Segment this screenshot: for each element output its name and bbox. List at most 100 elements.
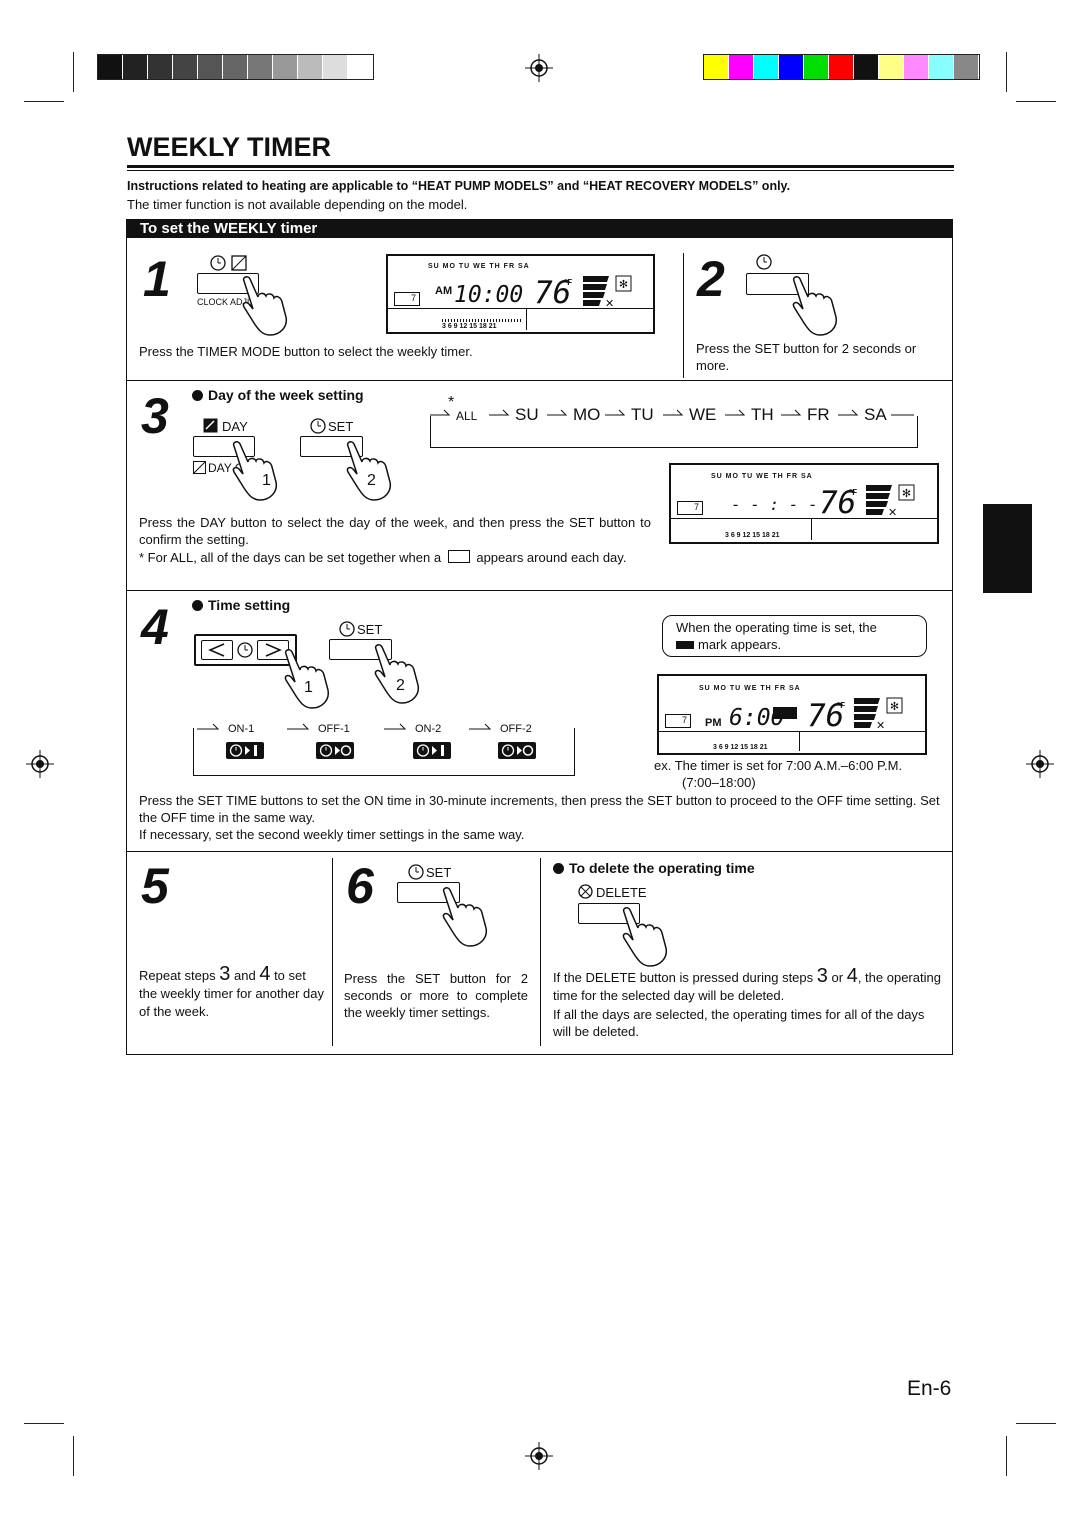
callout-bubble [662, 615, 927, 657]
svg-text:✻: ✻ [890, 701, 899, 713]
day-sequence-item: SU [515, 405, 539, 424]
hand-icon [374, 644, 420, 704]
lcd-timer-count: 7 [665, 714, 691, 728]
hand-icon [442, 887, 488, 947]
crop-mark [1006, 52, 1007, 92]
crop-mark [73, 52, 74, 92]
lcd-days: SU MO TU WE TH FR SA [428, 263, 530, 270]
day-sequence-item: MO [573, 405, 601, 424]
lcd-display: SU MO TU WE TH FR SA 7 PM 6:00 76 °F ✻✕ … [657, 674, 927, 755]
timer-sequence-label: ON-2 [415, 723, 442, 735]
step-number: 1 [143, 251, 171, 307]
set-button[interactable] [300, 436, 363, 457]
lcd-temp: 76 [534, 275, 572, 311]
lcd-unit: °F [837, 701, 846, 710]
sequence-arrow-icon [287, 723, 310, 730]
step4-description: Press the SET TIME buttons to set the ON… [139, 793, 940, 825]
title-rule [127, 170, 954, 171]
set-button[interactable] [329, 639, 392, 660]
set-label: SET [328, 419, 354, 434]
svg-text:✕: ✕ [888, 507, 897, 517]
clock-icon [237, 642, 253, 658]
day-sequence-item: ALL [456, 409, 478, 423]
timer-off-icon [498, 742, 536, 759]
sequence-arrow-icon [605, 409, 626, 416]
chevron-left-icon [208, 643, 225, 657]
clock-icon [339, 621, 355, 637]
callout-text-2: mark appears. [676, 636, 781, 653]
process-color-bar [703, 54, 980, 80]
registration-target-icon [525, 1442, 553, 1470]
lcd-time: 10:00 [454, 282, 524, 308]
step-number: 2 [697, 251, 725, 307]
step5-description: Repeat steps 3 and 4 to set the weekly t… [139, 963, 324, 1019]
timer-sequence-loop [193, 728, 575, 776]
step-number: 3 [141, 388, 169, 444]
press-order-2: 2 [396, 677, 405, 694]
timer-on-icon [226, 742, 264, 759]
clock-icon [756, 254, 772, 270]
divider [540, 858, 541, 1046]
svg-text:✕: ✕ [876, 720, 885, 730]
step1-description: Press the TIMER MODE button to select th… [139, 344, 473, 359]
sequence-arrow-icon [663, 409, 684, 416]
lcd-ticks: 3 6 9 12 15 18 21 [442, 323, 497, 330]
page-title: WEEKLY TIMER [127, 132, 332, 162]
sequence-arrow-icon [430, 409, 451, 416]
divider [332, 858, 333, 1046]
lcd-ampm: AM [435, 285, 453, 297]
fan-level-icon: ✻✕ [866, 484, 915, 517]
example-text: ex. The timer is set for 7:00 A.M.–6:00 … [654, 758, 903, 773]
delete-description: If the DELETE button is pressed during s… [553, 965, 941, 1003]
day-sequence-item: FR [807, 405, 830, 424]
hand-icon [792, 276, 838, 336]
hand-icon [242, 276, 288, 336]
side-tab [983, 504, 1032, 593]
day-sequence-item: SA [864, 405, 887, 424]
registration-target-icon [26, 750, 54, 778]
sequence-arrow-icon [489, 409, 510, 416]
day-sequence-item: WE [689, 405, 717, 424]
sequence-arrow-icon [725, 409, 746, 416]
lcd-temp: 76 [807, 698, 845, 734]
crop-mark [1016, 101, 1056, 102]
press-order-2: 2 [367, 472, 376, 489]
timer-mode-icon [210, 255, 247, 271]
registration-target-icon [525, 54, 553, 82]
svg-text:✕: ✕ [605, 298, 614, 308]
step4-description-2: If necessary, set the second weekly time… [139, 827, 525, 842]
set-label: SET [426, 865, 452, 880]
time-up-button[interactable] [257, 640, 289, 660]
step-number: 5 [141, 858, 169, 914]
hand-icon [346, 441, 392, 501]
clock-adjust-label: CLOCK ADJUST [197, 297, 266, 307]
sequence-arrow-icon [469, 723, 492, 730]
sequence-arrow-icon [781, 409, 802, 416]
lcd-days: SU MO TU WE TH FR SA [699, 685, 801, 692]
frame-mark-icon [447, 550, 470, 563]
clock-icon [408, 864, 424, 880]
lcd-days: SU MO TU WE TH FR SA [711, 473, 813, 480]
day-setting-heading: Day of the week setting [192, 387, 364, 403]
timer-on-icon [773, 707, 797, 719]
time-down-button[interactable] [201, 640, 233, 660]
timer-sequence-label: ON-1 [228, 723, 255, 735]
crop-mark [73, 1436, 74, 1476]
day-icon [203, 418, 218, 433]
availability-note: The timer function is not available depe… [127, 197, 468, 212]
lcd-display: SU MO TU WE TH FR SA 7 AM 10:00 76 °F ✻✕… [386, 254, 655, 334]
heating-note: Instructions related to heating are appl… [127, 179, 791, 193]
day-sequence-item: TH [751, 405, 774, 424]
delete-heading: To delete the operating time [553, 860, 755, 876]
delete-description-2: If all the days are selected, the operat… [553, 1007, 925, 1039]
clock-icon [310, 418, 326, 434]
step3-description: Press the DAY button to select the day o… [139, 515, 651, 547]
step-number: 4 [141, 599, 169, 655]
timer-sequence-label: OFF-2 [500, 723, 532, 735]
set-button[interactable] [397, 882, 460, 903]
callout-text: When the operating time is set, the [676, 620, 877, 635]
day-label: DAY [222, 419, 248, 434]
step-number: 6 [346, 858, 374, 914]
delete-icon [578, 884, 593, 899]
lcd-time: - - : - - [731, 495, 818, 514]
